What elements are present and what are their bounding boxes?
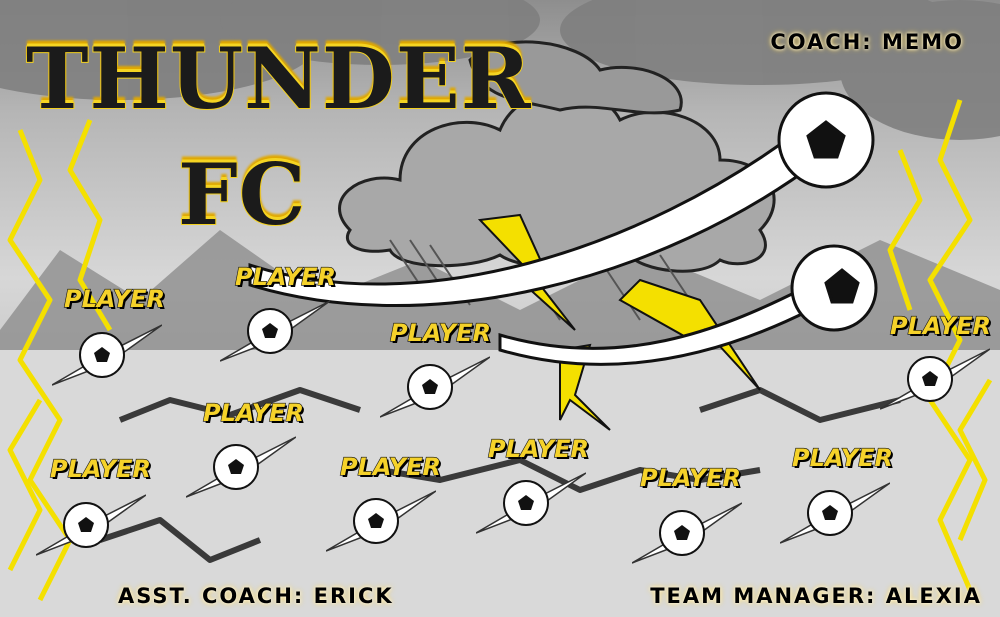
player-ball: [879, 344, 991, 414]
player-ball: [475, 468, 587, 538]
coach-label: COACH: MEMO: [770, 30, 964, 54]
assistant-coach-label: ASST. COACH: ERICK: [118, 584, 394, 608]
player-ball: [219, 296, 331, 366]
team-name-line-1: THUNDER: [25, 29, 532, 128]
player-name: PLAYER: [49, 455, 151, 483]
player-name: PLAYER: [889, 312, 991, 340]
player-ball: [51, 320, 163, 390]
player-name: PLAYER: [234, 263, 336, 291]
player-name: PLAYER: [487, 435, 589, 463]
player-name: PLAYER: [639, 464, 741, 492]
player-ball: [631, 498, 743, 568]
team-name-line-2: FC: [177, 145, 307, 244]
player-name: PLAYER: [791, 444, 893, 472]
team-manager-label: TEAM MANAGER: ALEXIA: [650, 584, 982, 608]
player-name: PLAYER: [63, 285, 165, 313]
player-name: PLAYER: [339, 453, 441, 481]
player-ball: [379, 352, 491, 422]
player-ball: [185, 432, 297, 502]
player-ball: [35, 490, 147, 560]
player-ball: [325, 486, 437, 556]
soccer-ball-icon: [777, 91, 878, 332]
player-name: PLAYER: [389, 319, 491, 347]
player-ball: [779, 478, 891, 548]
player-name: PLAYER: [202, 399, 304, 427]
